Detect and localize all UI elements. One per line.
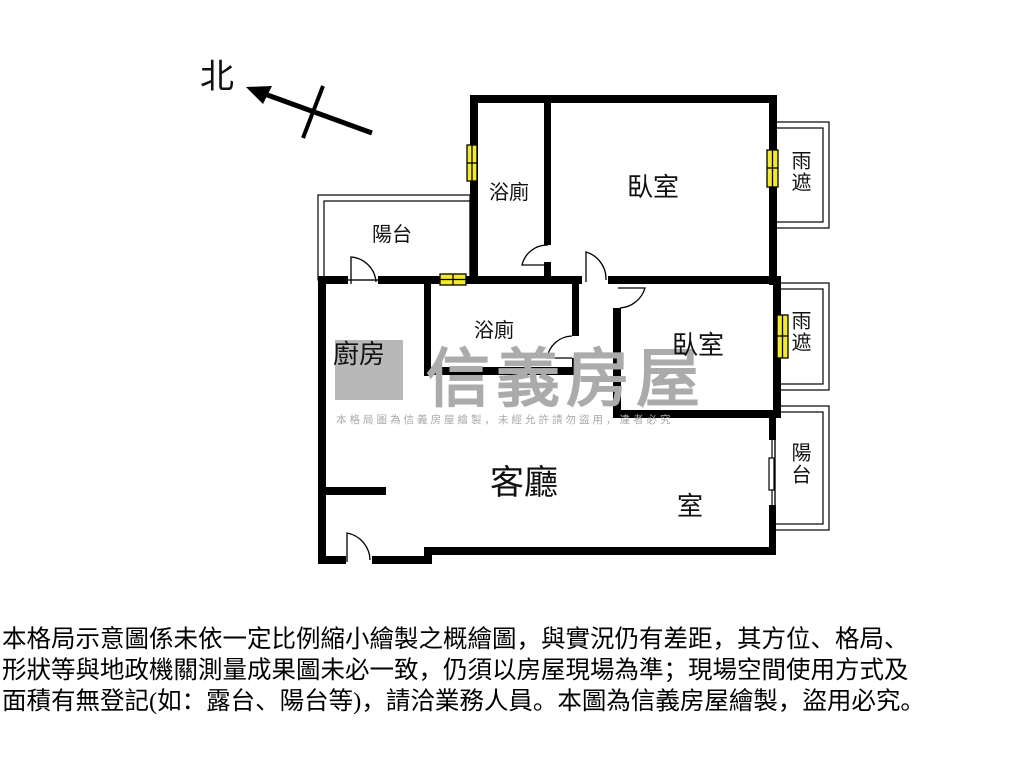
room-label-living: 客廳 [490,463,558,503]
windows [439,144,789,359]
disclaimer-line: 面積有無登記(如：露台、陽台等)，請洽業務人員。本圖為信義房屋繪製，盜用必究。 [2,688,925,715]
compass-north-label: 北 [200,57,234,97]
floor-plan [246,85,830,564]
brand-watermark: 信義房屋 [426,343,706,417]
room-label-bedroom-top: 臥室 [627,173,680,203]
brand-logo-watermark [335,340,403,400]
room-label-canopy-top: 雨遮 [788,150,812,194]
room-label-balcony-top: 陽台 [372,222,412,246]
room-label-kitchen: 廚房 [333,340,386,370]
room-label-balcony-right: 陽台 [788,442,812,486]
room-label-bath-top: 浴廁 [489,180,529,204]
doors [346,244,646,562]
copyright-watermark: 本格局圖為信義房屋繪製，未經允許請勿盜用，違者必究 [336,414,674,426]
north-arrow-icon [246,85,373,139]
disclaimer-text: 本格局示意圖係未依一定比例縮小繪製之概繪圖，與實況仍有差距，其方位、格局、 形狀… [2,624,1022,717]
room-label-partial-room: 室 [677,492,704,522]
room-label-bath-mid: 浴廁 [474,318,514,342]
sliding-door [768,440,775,505]
room-label-bedroom-mid: 臥室 [672,331,725,361]
disclaimer-line: 形狀等與地政機關測量成果圖未必一致，仍須以房屋現場為準；現場空間使用方式及 [2,657,909,684]
room-label-canopy-mid: 雨遮 [788,310,812,354]
disclaimer-line: 本格局示意圖係未依一定比例縮小繪製之概繪圖，與實況仍有差距，其方位、格局、 [2,626,909,653]
